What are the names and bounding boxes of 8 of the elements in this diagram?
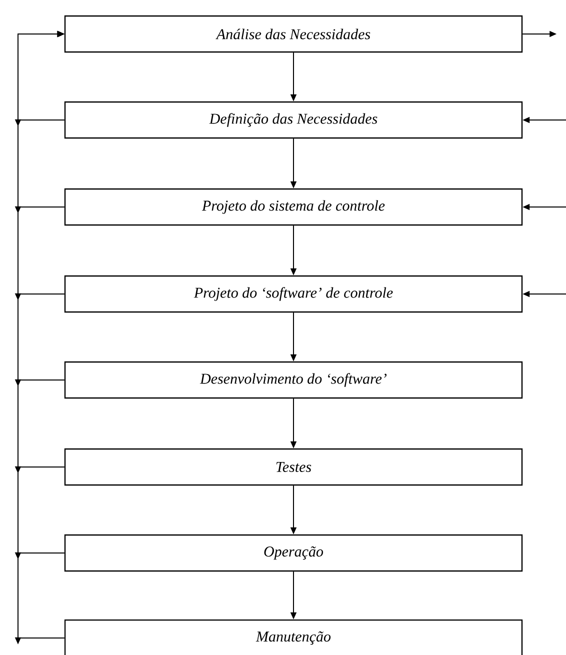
process-box: Definição das Necessidades (64, 101, 523, 139)
process-box: Testes (64, 448, 523, 486)
process-box: Manutenção (64, 619, 523, 655)
process-box: Operação (64, 534, 523, 572)
process-box: Análise das Necessidades (64, 15, 523, 53)
process-box: Projeto do sistema de controle (64, 188, 523, 226)
process-box: Desenvolvimento do ‘software’ (64, 361, 523, 399)
process-box: Projeto do ‘software’ de controle (64, 275, 523, 313)
